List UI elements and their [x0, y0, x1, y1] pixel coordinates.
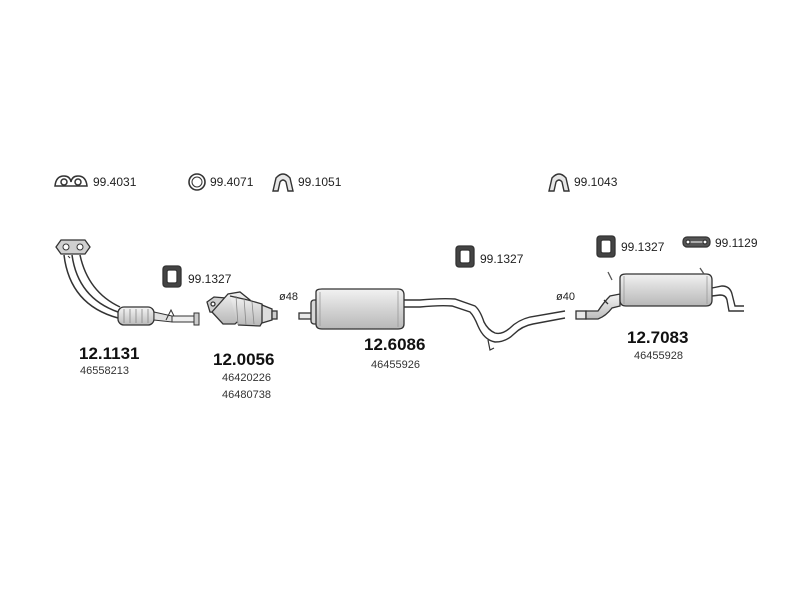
- part-code-label: 12.0056: [213, 350, 275, 369]
- rubber-mount-icon: [596, 235, 616, 258]
- hardware-code-label: 99.1051: [298, 175, 342, 189]
- pipe-diameter-label: ø40: [556, 291, 575, 303]
- hardware-code-label: 99.1327: [188, 272, 232, 286]
- hardware-code-label: 99.4031: [93, 175, 137, 189]
- hardware-code-label: 99.4071: [210, 175, 254, 189]
- middle-silencer-icon: [298, 288, 566, 351]
- rubber-mount-icon: [162, 265, 182, 288]
- hardware-code-label: 99.1327: [480, 252, 524, 266]
- rubber-strap-icon: [682, 236, 711, 248]
- oem-number-label: 46455926: [371, 359, 420, 371]
- oem-number-label: 46455928: [634, 350, 683, 362]
- hardware-code-label: 99.1327: [621, 240, 665, 254]
- oem-number-label: 46558213: [80, 365, 129, 377]
- rear-silencer-icon: [575, 267, 744, 320]
- catalytic-converter-icon: [206, 291, 278, 327]
- part-code-label: 12.7083: [627, 328, 689, 347]
- oem-number-label: 46480738: [222, 389, 271, 401]
- rubber-hanger-icon: [548, 173, 570, 192]
- part-code-label: 12.6086: [364, 335, 426, 354]
- rubber-mount-icon: [455, 245, 475, 268]
- gasket-double-ring-icon: [54, 175, 88, 187]
- sealing-ring-icon: [188, 173, 206, 191]
- part-code-label: 12.1131: [79, 344, 140, 363]
- rubber-hanger-icon: [272, 173, 294, 192]
- front-pipe-manifold-icon: [55, 239, 200, 326]
- oem-number-label: 46420226: [222, 372, 271, 384]
- pipe-diameter-label: ø48: [279, 291, 298, 303]
- hardware-code-label: 99.1043: [574, 175, 618, 189]
- hardware-code-label: 99.1129: [715, 236, 758, 250]
